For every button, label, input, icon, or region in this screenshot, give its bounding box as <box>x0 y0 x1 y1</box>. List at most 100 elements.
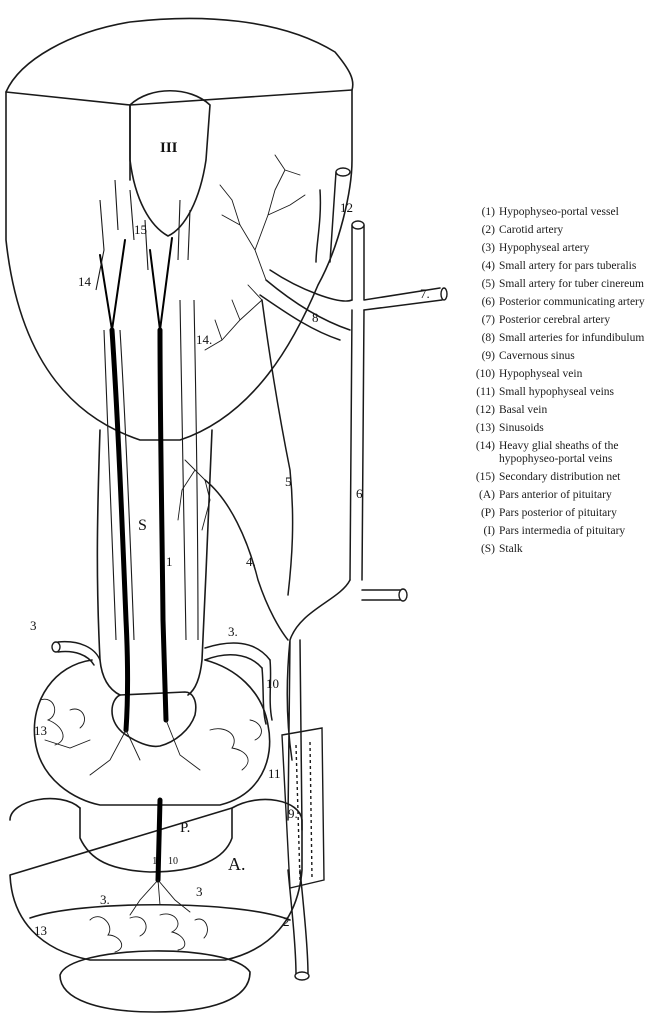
label-stalk: S <box>138 517 147 534</box>
legend-item-S: (S)Stalk <box>468 543 656 556</box>
legend-item-I: (I)Pars intermedia of pituitary <box>468 525 656 538</box>
portal-vessel-center <box>160 330 166 720</box>
block-top-edge <box>6 90 352 105</box>
label-14-right: 14. <box>196 332 212 347</box>
legend-item-7: (7)Posterior cerebral artery <box>468 314 656 327</box>
legend-text: Heavy glial sheaths of the hypophyseo-po… <box>499 440 656 465</box>
label-11: 11 <box>268 766 281 781</box>
sinusoid-cluster-right <box>210 720 261 770</box>
vessel-lumen-carotid-lower <box>295 972 309 980</box>
legend-text: Pars anterior of pituitary <box>499 489 656 502</box>
legend-key: (8) <box>468 332 499 345</box>
vessel-lumen-carotid-side <box>399 589 407 601</box>
label-14-left: 14 <box>78 274 92 289</box>
label-1: 1 <box>166 554 173 569</box>
pars-tuberalis-outline <box>34 660 269 805</box>
legend-item-4: (4)Small artery for pars tuberalis <box>468 260 656 273</box>
pars-intermedia-line <box>30 905 290 920</box>
vessel-lumen-basal-vein <box>336 168 350 176</box>
legend-text: Basal vein <box>499 404 656 417</box>
legend-item-15: (15)Secondary distribution net <box>468 471 656 484</box>
cavernous-sinus-inner <box>296 742 312 880</box>
stalk-outline-right <box>188 430 212 695</box>
legend-text: Small artery for tuber cinereum <box>499 278 656 291</box>
portal-vessel-lower <box>158 800 160 880</box>
label-10: 10 <box>266 676 279 691</box>
legend-text: Small artery for pars tuberalis <box>499 260 656 273</box>
legend-key: (15) <box>468 471 499 484</box>
label-3-left: 3 <box>30 618 37 633</box>
legend-text: Cavernous sinus <box>499 350 656 363</box>
legend-key: (I) <box>468 525 499 538</box>
label-6: 6 <box>356 486 363 501</box>
label-10-lower: 10 <box>168 856 178 867</box>
portal-branches-upper <box>100 238 172 330</box>
legend-text: Hypophyseal artery <box>499 242 656 255</box>
legend-text: Posterior communicating artery <box>499 296 656 309</box>
portal-vessel-left <box>112 330 128 730</box>
legend-key: (13) <box>468 422 499 435</box>
label-3-right: 3. <box>228 624 238 639</box>
carotid-artery <box>287 580 400 830</box>
label-4: 4. <box>246 554 256 569</box>
legend-item-2: (2)Carotid artery <box>468 224 656 237</box>
basal-vein <box>316 172 336 262</box>
legend-item-10: (10)Hypophyseal vein <box>468 368 656 381</box>
label-1-lower: 1 <box>152 855 158 867</box>
legend-key: (12) <box>468 404 499 417</box>
portal-branches-base <box>90 720 200 775</box>
legend-key: (A) <box>468 489 499 502</box>
vessel-lumen-hypophyseal-left <box>52 642 60 652</box>
legend-text: Small hypophyseal veins <box>499 386 656 399</box>
legend-key: (14) <box>468 440 499 465</box>
stalk-outline-left <box>97 430 120 695</box>
legend-item-9: (9)Cavernous sinus <box>468 350 656 363</box>
label-pars-posterior: P. <box>180 820 190 836</box>
label-2: 2 <box>283 914 290 929</box>
legend-item-6: (6)Posterior communicating artery <box>468 296 656 309</box>
portal-branches-lower <box>130 880 190 915</box>
label-8: 8 <box>312 310 319 325</box>
label-13-bottom: 13 <box>34 923 47 938</box>
legend-item-1: (1)Hypophyseo-portal vessel <box>468 206 656 219</box>
label-12: 12 <box>340 200 353 215</box>
legend-key: (10) <box>468 368 499 381</box>
legend-key: (P) <box>468 507 499 520</box>
legend-key: (3) <box>468 242 499 255</box>
label-7: 7. <box>420 286 430 301</box>
legend-text: Small arteries for infundibulum <box>499 332 656 345</box>
label-third-ventricle: III <box>160 140 178 156</box>
label-3-bottom-right: 3 <box>196 884 203 899</box>
legend-key: (9) <box>468 350 499 363</box>
sinusoid-cluster-left <box>40 699 90 748</box>
legend-key: (2) <box>468 224 499 237</box>
capillary-tree-mid <box>205 285 262 350</box>
legend-text: Pars posterior of pituitary <box>499 507 656 520</box>
label-3-bottom-left: 3. <box>100 892 110 907</box>
vessel-lumen-cerebral <box>352 221 364 229</box>
legend-key: (5) <box>468 278 499 291</box>
vessel-lumen-posterior-cerebral <box>441 288 447 300</box>
legend-item-12: (12)Basal vein <box>468 404 656 417</box>
third-ventricle-outline <box>130 91 210 236</box>
legend-text: Hypophyseo-portal vessel <box>499 206 656 219</box>
legend-text: Hypophyseal vein <box>499 368 656 381</box>
legend-item-11: (11)Small hypophyseal veins <box>468 386 656 399</box>
capillary-tree-top <box>220 155 305 280</box>
label-9: 9. <box>288 806 298 821</box>
legend-text: Sinusoids <box>499 422 656 435</box>
legend-text: Pars intermedia of pituitary <box>499 525 656 538</box>
legend-item-14: (14)Heavy glial sheaths of the hypophyse… <box>468 440 656 465</box>
legend-item-13: (13)Sinusoids <box>468 422 656 435</box>
legend-text: Stalk <box>499 543 656 556</box>
legend-key: (11) <box>468 386 499 399</box>
legend-item-A: (A)Pars anterior of pituitary <box>468 489 656 502</box>
legend-key: (4) <box>468 260 499 273</box>
figure-legend: (1)Hypophyseo-portal vessel (2)Carotid a… <box>468 206 656 561</box>
legend-key: (1) <box>468 206 499 219</box>
label-15: 15 <box>134 222 147 237</box>
legend-item-5: (5)Small artery for tuber cinereum <box>468 278 656 291</box>
legend-item-3: (3)Hypophyseal artery <box>468 242 656 255</box>
label-13-left: 13 <box>34 723 47 738</box>
legend-text: Posterior cerebral artery <box>499 314 656 327</box>
